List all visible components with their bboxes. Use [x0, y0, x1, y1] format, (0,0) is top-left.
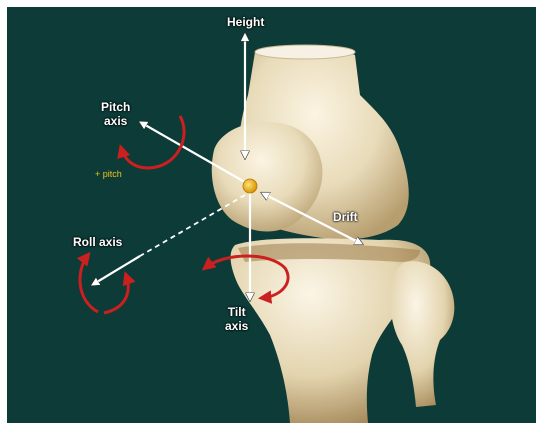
knee-diagram-svg	[7, 7, 536, 423]
tilt-label-line2: axis	[225, 319, 248, 333]
pitch-axis-label: Pitch axis	[101, 100, 130, 128]
diagram-panel: Height Pitch axis + pitch Roll axis Drif…	[7, 7, 536, 423]
height-label: Height	[227, 15, 264, 29]
pitch-note-text: + pitch	[95, 169, 122, 179]
drift-label-text: Drift	[333, 210, 358, 224]
pivot-point	[243, 179, 257, 193]
drift-label: Drift	[333, 210, 358, 224]
tilt-label-line1: Tilt	[225, 305, 248, 319]
pitch-note: + pitch	[95, 169, 122, 179]
roll-label-text: Roll axis	[73, 235, 122, 249]
roll-axis-dashed-line	[140, 195, 245, 256]
height-label-text: Height	[227, 15, 264, 29]
pitch-label-line2: axis	[101, 114, 130, 128]
pitch-label-line1: Pitch	[101, 100, 130, 114]
femur-cut-surface	[255, 45, 355, 59]
roll-rotation-arrow-right	[104, 275, 128, 313]
fibula-bone	[390, 261, 454, 407]
roll-axis-label: Roll axis	[73, 235, 122, 249]
tilt-axis-label: Tilt axis	[225, 305, 248, 333]
roll-axis-arrow	[92, 256, 140, 285]
